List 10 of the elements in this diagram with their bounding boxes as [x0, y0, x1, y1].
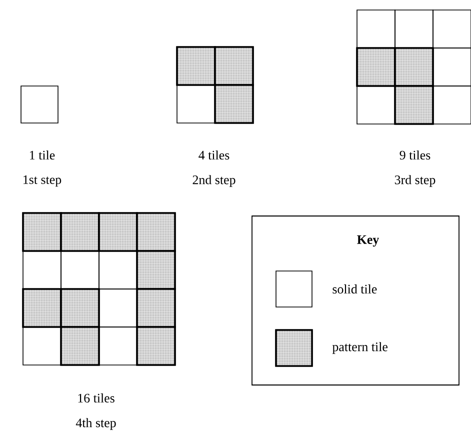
caption: 4 tiles	[198, 150, 230, 160]
caption: 9 tiles	[400, 150, 430, 160]
legend-text: solid tile	[332, 284, 377, 294]
caption: 1 tile	[30, 150, 55, 160]
legend-text: pattern tile	[332, 342, 388, 354]
caption: 3rd step	[394, 175, 436, 187]
caption: 16 tiles	[78, 393, 114, 403]
caption: 4th step	[76, 418, 116, 430]
caption: 2nd step	[192, 175, 236, 187]
caption: 1st step	[24, 175, 62, 187]
